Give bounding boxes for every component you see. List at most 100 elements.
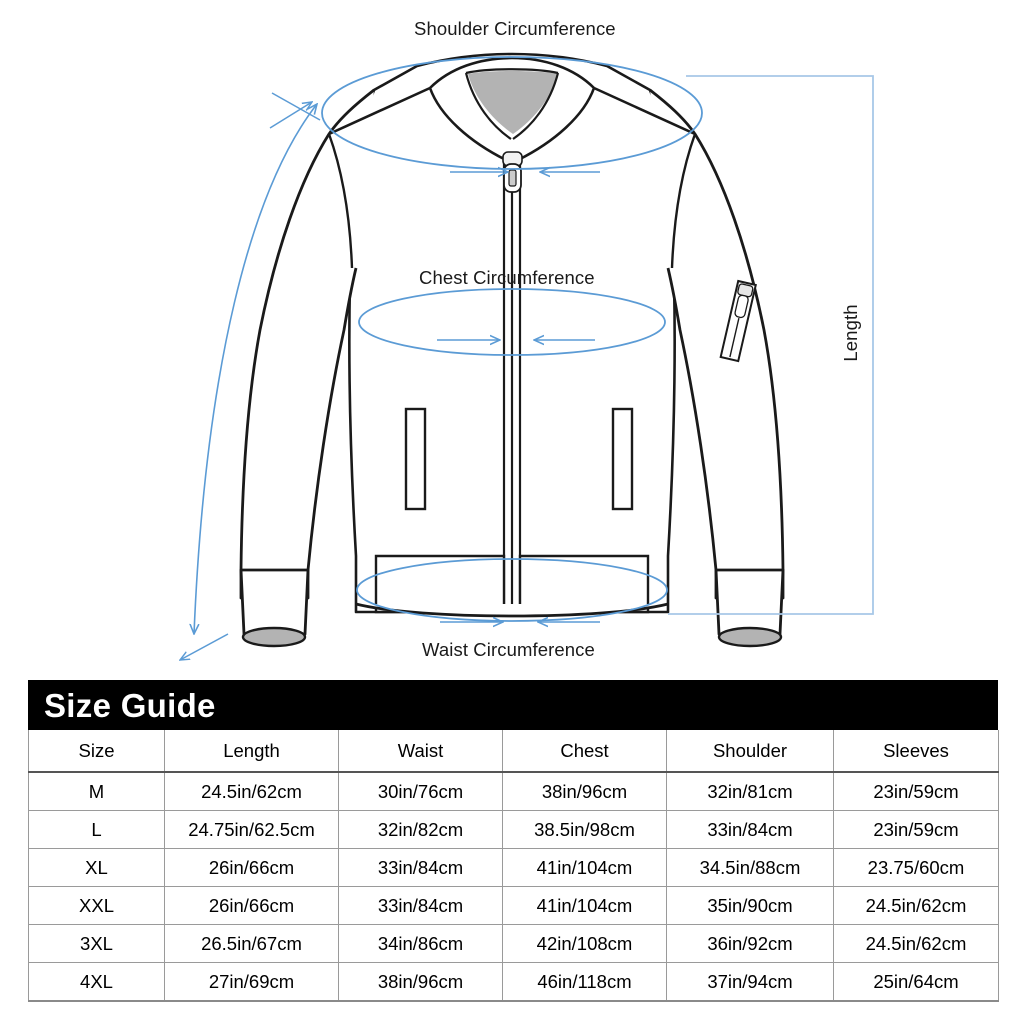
jacket-right-armhole-seam bbox=[670, 133, 697, 269]
cell-chest: 41in/104cm bbox=[502, 886, 667, 925]
jacket-left-shoulder-seam bbox=[328, 86, 431, 136]
cell-sleeves: 24.5in/62cm bbox=[833, 886, 999, 925]
length-bracket bbox=[668, 75, 874, 615]
table-row: L 24.75in/62.5cm 32in/82cm 38.5in/98cm 3… bbox=[28, 810, 999, 849]
sleeve-zip-pocket-group bbox=[719, 279, 757, 363]
collar-inner-left bbox=[464, 72, 512, 140]
jacket-hem-bottom-curve bbox=[355, 602, 669, 618]
jacket-left-pocket bbox=[404, 407, 427, 511]
cell-length: 27in/69cm bbox=[164, 962, 339, 1002]
size-guide-section: Size Guide Size Length Waist Chest Shoul… bbox=[28, 680, 999, 1002]
cell-sleeves: 25in/64cm bbox=[833, 962, 999, 1002]
jacket-left-cuff-group bbox=[239, 568, 310, 648]
jacket-hem-band-left bbox=[374, 554, 506, 614]
cell-shoulder: 35in/90cm bbox=[666, 886, 834, 925]
column-header-shoulder: Shoulder bbox=[666, 730, 834, 773]
collar-inner-shadow bbox=[468, 71, 558, 134]
cell-length: 26in/66cm bbox=[164, 886, 339, 925]
cell-shoulder: 36in/92cm bbox=[666, 924, 834, 963]
jacket-right-cuff bbox=[714, 568, 785, 636]
jacket-left-cuff bbox=[239, 568, 310, 636]
waist-measure-group bbox=[356, 558, 668, 622]
jacket-zipper-group bbox=[502, 151, 523, 612]
cell-shoulder: 34.5in/88cm bbox=[666, 848, 834, 887]
cell-size: XXL bbox=[28, 886, 165, 925]
table-header-row: Size Length Waist Chest Shoulder Sleeves bbox=[28, 730, 999, 773]
column-header-length: Length bbox=[164, 730, 339, 773]
size-guide-title: Size Guide bbox=[44, 686, 216, 724]
cell-size: M bbox=[28, 771, 165, 811]
jacket-right-sleeve bbox=[649, 88, 785, 600]
cell-waist: 33in/84cm bbox=[338, 886, 503, 925]
column-header-sleeves: Sleeves bbox=[833, 730, 999, 773]
jacket-collar-group bbox=[428, 56, 596, 162]
chest-measure-ellipse bbox=[358, 288, 666, 356]
jacket-hem-band-right bbox=[518, 554, 650, 614]
cell-waist: 32in/82cm bbox=[338, 810, 503, 849]
cell-chest: 42in/108cm bbox=[502, 924, 667, 963]
jacket-diagram: Shoulder Circumference Chest Circumferen… bbox=[0, 18, 874, 672]
sleeve-arrow-cuff-tip bbox=[180, 633, 229, 660]
sleeve-length-arc bbox=[194, 104, 317, 634]
collar-right-edge bbox=[517, 87, 596, 162]
right-cuff-opening bbox=[717, 626, 783, 648]
cell-length: 26in/66cm bbox=[164, 848, 339, 887]
jacket-technical-drawing bbox=[0, 52, 874, 672]
column-header-waist: Waist bbox=[338, 730, 503, 773]
cell-shoulder: 32in/81cm bbox=[666, 771, 834, 811]
table-row: XL 26in/66cm 33in/84cm 41in/104cm 34.5in… bbox=[28, 848, 999, 887]
left-cuff-opening bbox=[241, 626, 307, 648]
cell-waist: 34in/86cm bbox=[338, 924, 503, 963]
table-row: 4XL 27in/69cm 38in/96cm 46in/118cm 37in/… bbox=[28, 962, 999, 1002]
cell-length: 24.5in/62cm bbox=[164, 771, 339, 811]
jacket-right-cuff-group bbox=[714, 568, 785, 648]
label-chest-circumference: Chest Circumference bbox=[419, 267, 595, 288]
cell-size: XL bbox=[28, 848, 165, 887]
label-shoulder-circumference: Shoulder Circumference bbox=[414, 18, 616, 39]
cell-sleeves: 23in/59cm bbox=[833, 771, 999, 811]
sleeve-arrow-shoulder-pointer bbox=[271, 92, 321, 121]
cell-sleeves: 23.75/60cm bbox=[833, 848, 999, 887]
table-row: XXL 26in/66cm 33in/84cm 41in/104cm 35in/… bbox=[28, 886, 999, 925]
shoulder-measure-group bbox=[321, 56, 703, 172]
label-length: Length bbox=[840, 304, 861, 362]
length-measure-group bbox=[668, 75, 874, 615]
cell-chest: 38in/96cm bbox=[502, 771, 667, 811]
cell-waist: 38in/96cm bbox=[338, 962, 503, 1002]
cell-waist: 30in/76cm bbox=[338, 771, 503, 811]
cell-waist: 33in/84cm bbox=[338, 848, 503, 887]
cell-size: L bbox=[28, 810, 165, 849]
collar-inner-neckline bbox=[465, 68, 559, 75]
jacket-left-armhole-seam bbox=[327, 133, 354, 269]
cell-shoulder: 37in/94cm bbox=[666, 962, 834, 1002]
cell-sleeves: 23in/59cm bbox=[833, 810, 999, 849]
size-table: Size Length Waist Chest Shoulder Sleeves… bbox=[28, 730, 999, 1002]
collar-inner-right bbox=[512, 72, 560, 140]
chest-measure-group bbox=[358, 288, 666, 356]
cell-chest: 46in/118cm bbox=[502, 962, 667, 1002]
column-header-size: Size bbox=[28, 730, 165, 773]
table-row: M 24.5in/62cm 30in/76cm 38in/96cm 32in/8… bbox=[28, 771, 999, 811]
sleeve-pocket-zip-tab bbox=[734, 294, 749, 319]
table-row: 3XL 26.5in/67cm 34in/86cm 42in/108cm 36i… bbox=[28, 924, 999, 963]
size-table-header: Size Length Waist Chest Shoulder Sleeves bbox=[28, 730, 999, 773]
size-table-body: M 24.5in/62cm 30in/76cm 38in/96cm 32in/8… bbox=[28, 771, 999, 1002]
column-header-chest: Chest bbox=[502, 730, 667, 773]
sleeve-arrow-shoulder-tip bbox=[269, 102, 312, 129]
cell-sleeves: 24.5in/62cm bbox=[833, 924, 999, 963]
cell-length: 24.75in/62.5cm bbox=[164, 810, 339, 849]
cell-size: 4XL bbox=[28, 962, 165, 1002]
cell-size: 3XL bbox=[28, 924, 165, 963]
sleeve-length-measure-group bbox=[180, 92, 321, 660]
jacket-hem-band-group bbox=[355, 554, 669, 618]
collar-left-edge bbox=[428, 87, 507, 162]
collar-band-outer bbox=[429, 56, 595, 89]
size-guide-banner: Size Guide bbox=[28, 680, 998, 730]
label-waist-circumference: Waist Circumference bbox=[422, 639, 595, 660]
waist-measure-ellipse bbox=[356, 558, 668, 622]
shoulder-measure-ellipse bbox=[321, 56, 703, 170]
cell-shoulder: 33in/84cm bbox=[666, 810, 834, 849]
cell-chest: 41in/104cm bbox=[502, 848, 667, 887]
jacket-right-pocket bbox=[611, 407, 634, 511]
